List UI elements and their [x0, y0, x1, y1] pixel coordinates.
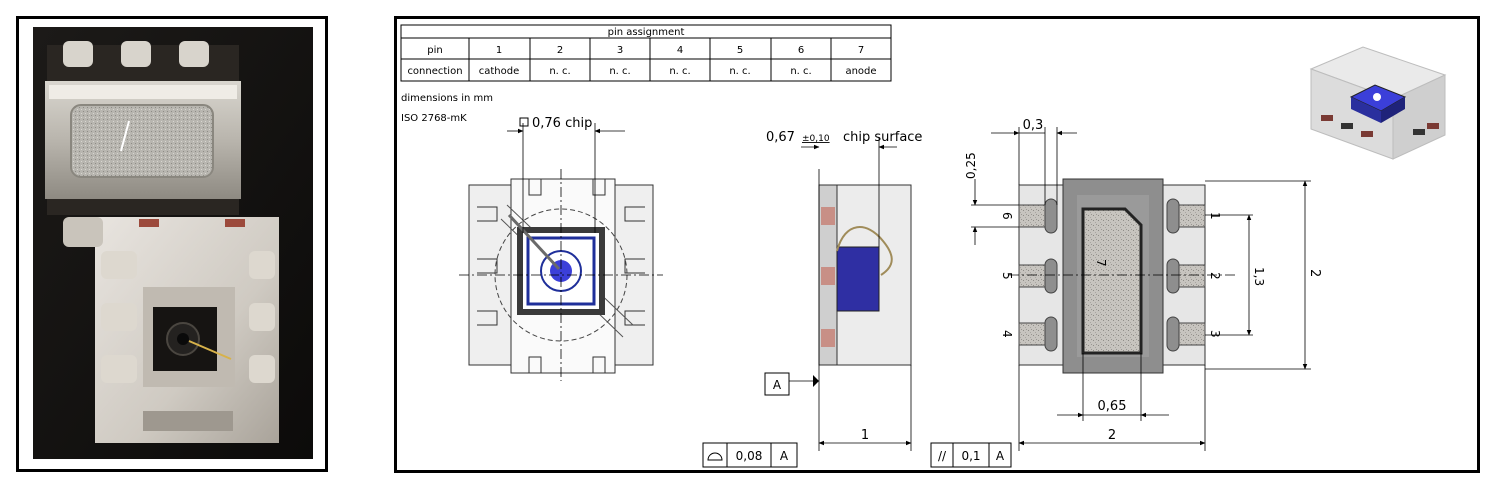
pin-number: 5: [737, 45, 743, 56]
profile-tolerance-ref: A: [780, 449, 789, 463]
technical-drawing: pin assignment pin connection 1 2 3 4 5 …: [394, 16, 1480, 473]
pin-connection: n. c.: [609, 66, 630, 77]
pin-number: 2: [557, 45, 563, 56]
units-note: dimensions in mm: [401, 93, 493, 104]
pin-connection: anode: [845, 66, 876, 77]
height-dimension: 2: [1307, 269, 1322, 277]
component-photo-frame: [16, 16, 328, 472]
parallel-tolerance-ref: A: [996, 449, 1005, 463]
profile-symbol-icon: [707, 452, 723, 461]
connection-row-header: connection: [407, 66, 462, 77]
pin-connection: n. c.: [549, 66, 570, 77]
pin-number: 1: [496, 45, 502, 56]
pin-number: 7: [858, 45, 864, 56]
pin-label-2: 2: [1208, 272, 1222, 280]
chip-surface-value: 0,67: [766, 130, 795, 145]
pin-label-4: 4: [1000, 330, 1014, 338]
pin-assignment-table: pin assignment pin connection 1 2 3 4 5 …: [400, 24, 892, 82]
center-pad-dimension: 0,65: [1098, 399, 1127, 414]
datum-a-label: A: [773, 378, 782, 392]
chip-surface-tolerance: ±0,10: [802, 134, 830, 144]
pin-row-header: pin: [427, 45, 442, 56]
pin-connection: n. c.: [729, 66, 750, 77]
pin-number: 4: [677, 45, 683, 56]
pin-label-1: 1: [1208, 212, 1222, 220]
pin-number: 6: [798, 45, 804, 56]
pin-label-5: 5: [1000, 272, 1014, 280]
pad-pitch-dimension: 0,25: [964, 152, 978, 179]
top-view: 0,76 chip: [459, 116, 663, 381]
pin-connection: n. c.: [669, 66, 690, 77]
pin-number: 3: [617, 45, 623, 56]
pin-connection: cathode: [479, 66, 520, 77]
pin-label-6: 6: [1000, 212, 1014, 220]
pad-width-dimension: 0,3: [1023, 118, 1044, 133]
package-3d-thumbnail: [1309, 46, 1447, 160]
bottom-view: 6 5 4 1 2 3 7 0,3 0,25: [964, 118, 1322, 451]
chip-size-dimension: 0,76 chip: [532, 116, 592, 131]
chip-surface-label: chip surface: [843, 130, 922, 145]
profile-tolerance-frame: 0,08 A: [702, 442, 798, 468]
pin-label-3: 3: [1208, 330, 1222, 338]
pin-label-7: 7: [1094, 259, 1108, 267]
parallelism-tolerance-frame: // 0,1 A: [930, 442, 1012, 468]
parallel-symbol: //: [938, 449, 947, 463]
standard-note: ISO 2768-mK: [401, 113, 467, 124]
profile-tolerance-value: 0,08: [736, 449, 763, 463]
side-length-dimension: 1: [861, 428, 869, 443]
pad-span-dimension: 1,3: [1252, 267, 1266, 286]
side-view: 0,67 ±0,10 chip surface 1 A: [764, 130, 922, 451]
pin-connection: n. c.: [790, 66, 811, 77]
bottom-width-dimension: 2: [1108, 428, 1116, 443]
parallel-tolerance-value: 0,1: [961, 449, 980, 463]
component-photo: [33, 27, 313, 459]
drawing-canvas: pin assignment pin connection 1 2 3 4 5 …: [400, 24, 1447, 468]
pin-table-title: pin assignment: [608, 27, 685, 38]
